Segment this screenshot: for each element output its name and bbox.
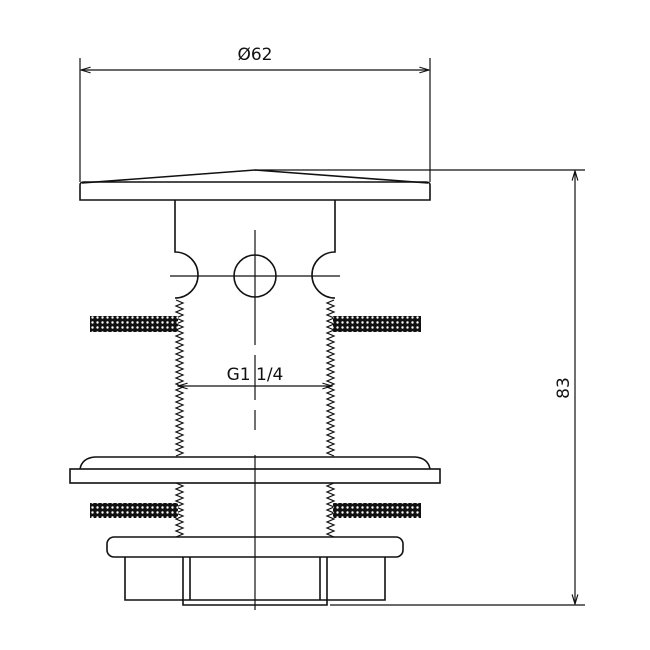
height-label: 83: [554, 377, 574, 399]
thread-label: G1 1/4: [227, 365, 284, 385]
nut: [106, 536, 404, 606]
flange: [69, 456, 441, 484]
diameter-label: Ø62: [237, 45, 272, 65]
upper-gasket-left: [90, 316, 178, 332]
height-dimension: 83: [330, 171, 585, 606]
diameter-dimension: Ø62: [79, 45, 431, 182]
cap: [79, 169, 585, 201]
stem: [170, 200, 340, 610]
thread-dimension: G1 1/4: [178, 365, 332, 386]
upper-gasket-right: [333, 316, 421, 332]
gaskets: [90, 316, 421, 518]
lower-gasket-right: [333, 503, 421, 518]
lower-gasket-left: [90, 503, 178, 518]
